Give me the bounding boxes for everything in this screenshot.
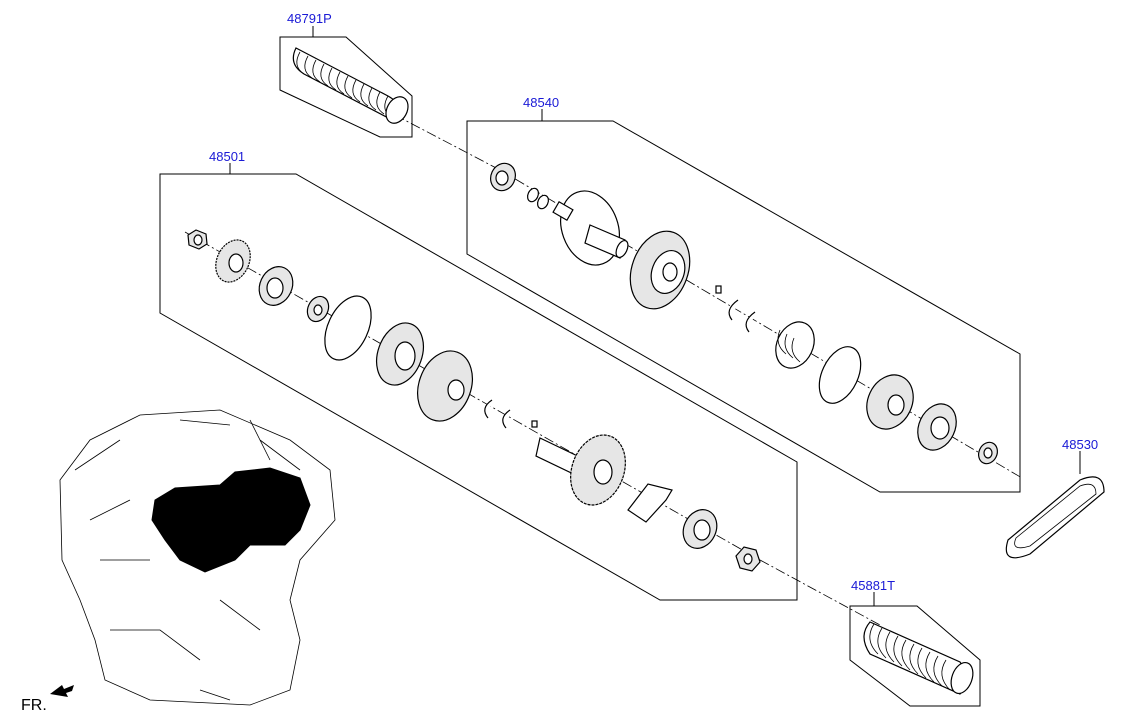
spring-45881t [863, 621, 974, 695]
part-label-48530[interactable]: 48530 [1062, 437, 1099, 452]
group-outline-48791p [279, 36, 413, 138]
group-outline-48540 [466, 120, 1021, 493]
belt-48530 [1005, 476, 1105, 559]
spring-48791p [292, 47, 409, 124]
part-label-45881t[interactable]: 45881T [851, 578, 896, 593]
front-arrow-icon [50, 685, 74, 697]
group-outline-45881t [849, 605, 981, 707]
part-label-48791p[interactable]: 48791P [287, 11, 332, 26]
part-label-48501[interactable]: 48501 [209, 149, 246, 164]
transmission-housing [59, 409, 336, 706]
group-outline-48501 [159, 173, 798, 601]
front-orientation-label: FR. [21, 697, 47, 714]
parts-48540 [490, 162, 998, 465]
parts-48501 [187, 229, 761, 572]
part-label-48540[interactable]: 48540 [523, 95, 560, 110]
